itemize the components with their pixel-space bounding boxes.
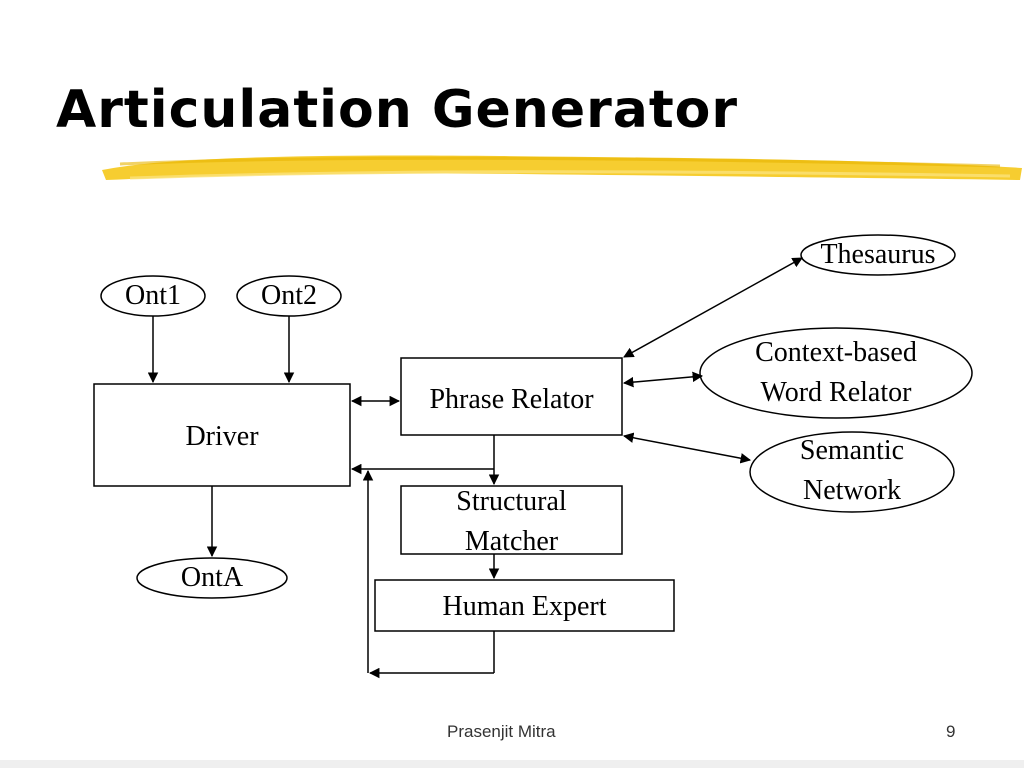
semantic-label-line2: Network xyxy=(803,475,901,506)
semantic-label-line1: Semantic xyxy=(799,435,905,466)
context-label-line1: Context-based xyxy=(755,337,917,368)
human-expert-label: Human Expert xyxy=(442,591,607,622)
title-highlight-stroke xyxy=(102,155,1022,180)
driver-box xyxy=(93,383,351,487)
ont2-label: Ont2 xyxy=(261,280,317,311)
footer-page-number: 9 xyxy=(946,722,956,741)
footer-author: Prasenjit Mitra xyxy=(447,722,556,741)
phrase-relator-box xyxy=(400,357,623,436)
context-label-line2: Word Relator xyxy=(760,377,912,408)
thesaurus-ellipse xyxy=(800,234,956,276)
onta-label: OntA xyxy=(180,562,244,593)
thesaurus-label: Thesaurus xyxy=(820,239,936,270)
phrase-relator-label: Phrase Relator xyxy=(429,384,594,415)
semantic-ellipse xyxy=(749,431,955,513)
human-expert-box xyxy=(374,579,675,632)
structural-matcher-label-line2: Matcher xyxy=(464,526,559,557)
onta-ellipse xyxy=(136,557,288,599)
structural-matcher-box xyxy=(400,485,623,555)
slide-title: Articulation Generator xyxy=(56,80,739,140)
bottom-rule xyxy=(0,760,1024,768)
driver-label: Driver xyxy=(185,421,259,452)
arrow-phrase-thesaurus xyxy=(623,257,803,358)
ont1-label: Ont1 xyxy=(125,280,181,311)
arrow-phrase-semantic xyxy=(622,432,752,464)
structural-matcher-label-line1: Structural xyxy=(456,486,567,517)
arrow-phrase-context xyxy=(622,371,704,388)
